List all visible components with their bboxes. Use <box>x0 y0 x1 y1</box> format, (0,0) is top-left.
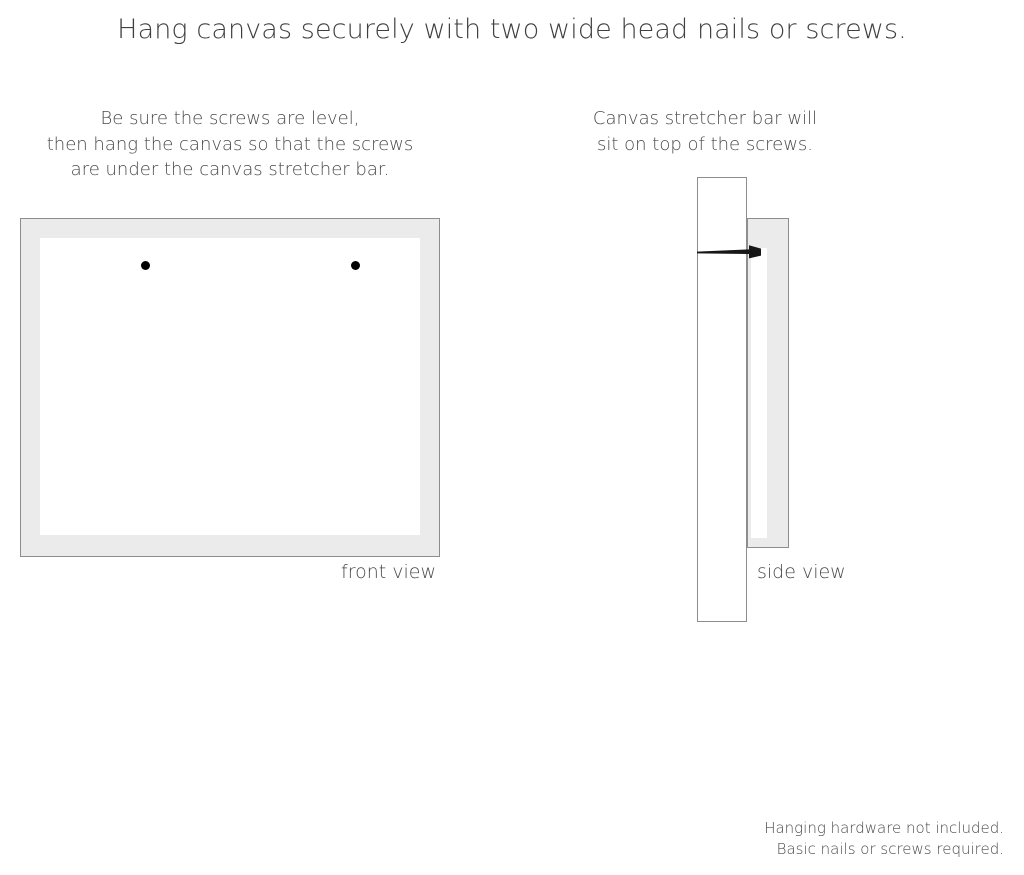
front-view-caption-line-1: Be sure the screws are level, <box>100 108 360 129</box>
front-view-caption-line-3: are under the canvas stretcher bar. <box>70 159 390 180</box>
footer-line-1: Hanging hardware not included. <box>764 819 1004 837</box>
nail-side-profile-icon <box>697 245 761 259</box>
screw-head-dot-icon-left <box>140 260 150 270</box>
front-view-label: front view <box>341 561 436 583</box>
front-view-caption-line-2: then hang the canvas so that the screws <box>46 133 414 155</box>
page-title: Hang canvas securely with two wide head … <box>117 14 907 45</box>
side-view-caption: Canvas stretcher bar will sit on top of … <box>588 106 822 157</box>
canvas-face-side <box>751 248 767 538</box>
side-view-caption-line-1: Canvas stretcher bar will <box>592 108 818 129</box>
side-view-caption-line-2: sit on top of the screws. <box>596 133 814 155</box>
front-view-caption: Be sure the screws are level, then hang … <box>20 106 440 183</box>
canvas-face-front <box>40 238 420 535</box>
footer-disclaimer: Hanging hardware not included. Basic nai… <box>704 818 1004 860</box>
screw-head-dot-icon-right <box>350 260 360 270</box>
footer-line-2: Basic nails or screws required. <box>776 840 1004 858</box>
side-view-diagram <box>697 177 817 623</box>
side-view-label: side view <box>757 561 846 583</box>
front-view-diagram <box>20 218 440 557</box>
